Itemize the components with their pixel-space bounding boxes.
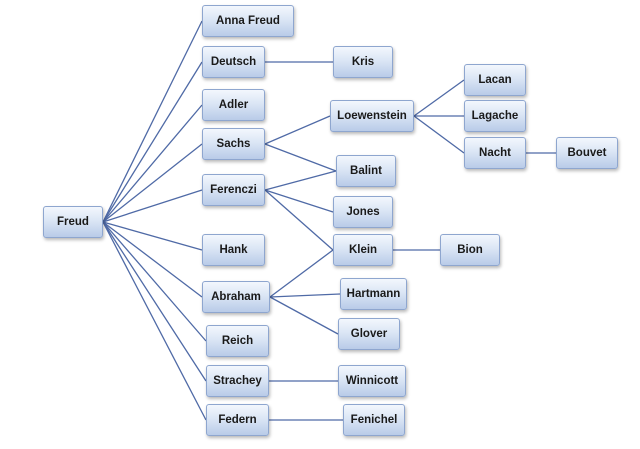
edge-freud-to-hank [102, 221, 203, 251]
node-balint: Balint [336, 155, 396, 187]
node-abraham: Abraham [202, 281, 270, 313]
node-klein: Klein [333, 234, 393, 266]
node-winnicott: Winnicott [338, 365, 406, 397]
node-fenichel: Fenichel [343, 404, 405, 436]
edge-freud-to-strachey [102, 221, 207, 382]
node-hank: Hank [202, 234, 265, 266]
edge-sachs-to-loewenstein [264, 115, 331, 145]
node-hartmann: Hartmann [340, 278, 407, 310]
node-strachey: Strachey [206, 365, 269, 397]
edge-freud-to-anna_freud [102, 20, 203, 223]
node-lagache: Lagache [464, 100, 526, 132]
edge-ferenczi-to-klein [264, 189, 334, 251]
node-ferenczi: Ferenczi [202, 174, 265, 206]
node-nacht: Nacht [464, 137, 526, 169]
edge-freud-to-sachs [102, 143, 203, 223]
edge-freud-to-abraham [102, 221, 203, 298]
edge-freud-to-deutsch [102, 61, 203, 223]
node-anna-freud: Anna Freud [202, 5, 294, 37]
edge-freud-to-adler [102, 104, 203, 223]
node-kris: Kris [333, 46, 393, 78]
edge-ferenczi-to-balint [264, 170, 337, 191]
node-federn: Federn [206, 404, 269, 436]
node-jones: Jones [333, 196, 393, 228]
edge-freud-to-federn [102, 221, 207, 421]
node-adler: Adler [202, 89, 265, 121]
edge-sachs-to-balint [264, 143, 337, 172]
node-bion: Bion [440, 234, 500, 266]
node-sachs: Sachs [202, 128, 265, 160]
node-reich: Reich [206, 325, 269, 357]
edge-freud-to-reich [102, 221, 207, 342]
node-lacan: Lacan [464, 64, 526, 96]
node-bouvet: Bouvet [556, 137, 618, 169]
node-deutsch: Deutsch [202, 46, 265, 78]
edge-abraham-to-glover [269, 296, 339, 335]
edge-abraham-to-hartmann [269, 293, 341, 298]
edge-abraham-to-klein [269, 249, 334, 298]
node-loewenstein: Loewenstein [330, 100, 414, 132]
edge-loewenstein-to-lacan [413, 79, 465, 117]
node-glover: Glover [338, 318, 400, 350]
node-freud: Freud [43, 206, 103, 238]
edge-freud-to-ferenczi [102, 189, 203, 223]
edge-ferenczi-to-jones [264, 189, 334, 213]
edge-loewenstein-to-nacht [413, 115, 465, 154]
